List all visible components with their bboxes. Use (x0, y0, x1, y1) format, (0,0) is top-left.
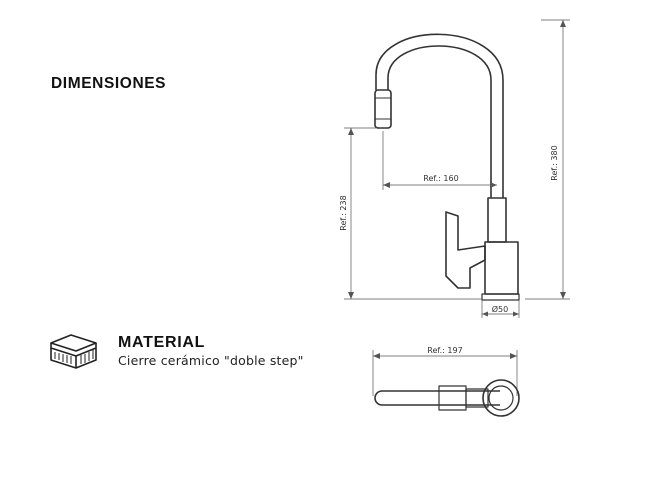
top-length-label: Ref.: 197 (427, 346, 462, 355)
material-description: Cierre cerámico "doble step" (118, 353, 304, 368)
dimension-lines (344, 19, 570, 396)
section-title: DIMENSIONES (51, 75, 167, 92)
base-diameter-label: Ø50 (492, 304, 508, 314)
material-title: MATERIAL (118, 334, 206, 351)
faucet-top-view (374, 379, 520, 417)
faucet-side-view (374, 33, 520, 301)
layered-material-icon (50, 334, 97, 369)
height-spout-label: Ref.: 238 (339, 195, 348, 230)
reach-label: Ref.: 160 (423, 174, 458, 183)
dimension-arrows (348, 20, 566, 359)
height-total-label: Ref.: 380 (550, 145, 559, 180)
